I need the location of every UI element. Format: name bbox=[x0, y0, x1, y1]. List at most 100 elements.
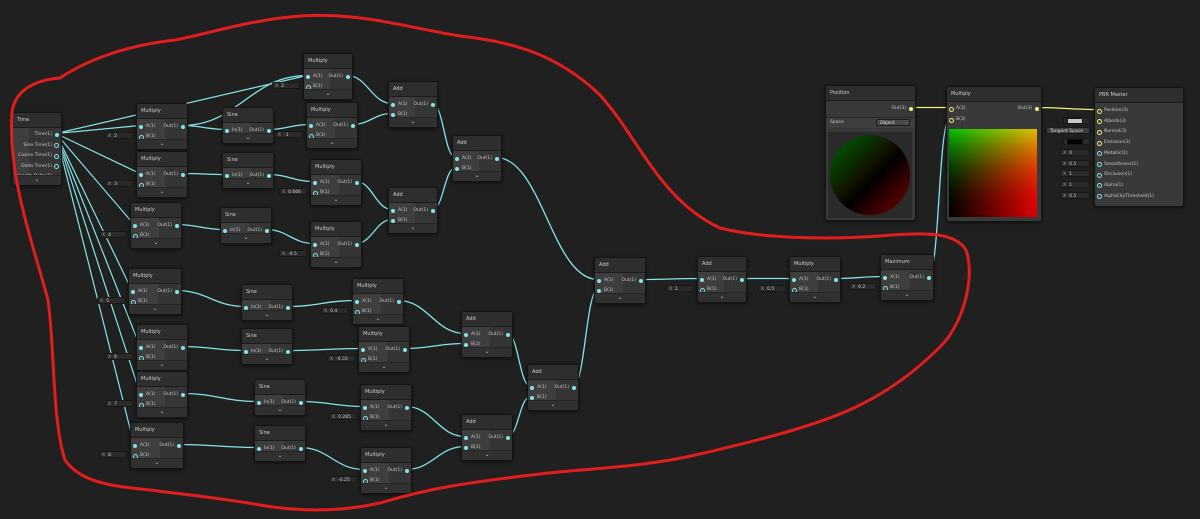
input-port[interactable]: A(1) bbox=[595, 277, 613, 285]
output-port[interactable]: Out(3) bbox=[891, 105, 915, 113]
input-port[interactable]: A(1) bbox=[453, 155, 471, 163]
input-port[interactable]: A(1) bbox=[311, 179, 329, 187]
output-port[interactable]: Out(1) bbox=[157, 222, 181, 230]
collapse-chevron-icon[interactable]: ⌄ bbox=[528, 400, 578, 410]
input-port[interactable]: A(1) bbox=[131, 442, 149, 450]
input-port[interactable]: A(1) bbox=[137, 344, 155, 352]
output-port[interactable]: Out(1) bbox=[163, 171, 187, 179]
output-port[interactable]: Out(1) bbox=[387, 404, 411, 412]
master-input-port[interactable]: Position(3) bbox=[1095, 107, 1128, 115]
master-input-port[interactable]: AlphaClipThreshold(1) bbox=[1095, 193, 1154, 201]
output-port[interactable]: Out(1) bbox=[328, 73, 352, 81]
output-port[interactable]: Out(1) bbox=[379, 298, 403, 306]
collapse-chevron-icon[interactable]: ⌄ bbox=[389, 117, 437, 127]
collapse-chevron-icon[interactable]: ⌄ bbox=[137, 139, 187, 149]
input-value-field[interactable]: X-0.33 bbox=[327, 355, 355, 362]
output-port[interactable]: Out(1) bbox=[816, 276, 840, 284]
collapse-chevron-icon[interactable]: ⌄ bbox=[361, 483, 411, 493]
collapse-chevron-icon[interactable]: ⌄ bbox=[311, 257, 361, 267]
master-input-port[interactable]: Metallic(1) bbox=[1095, 150, 1128, 158]
collapse-chevron-icon[interactable]: ⌄ bbox=[307, 138, 357, 148]
output-port[interactable]: Out(1) bbox=[488, 434, 512, 442]
output-port[interactable]: Out(1) bbox=[554, 384, 578, 392]
master-input-port[interactable]: Normal(3) bbox=[1095, 128, 1127, 136]
input-port[interactable]: A(1) bbox=[790, 276, 808, 284]
collapse-chevron-icon[interactable]: ⌄ bbox=[790, 292, 840, 302]
normal-space-dropdown[interactable]: Tangent Space bbox=[1046, 127, 1090, 135]
master-input-port[interactable]: Alpha(1) bbox=[1095, 182, 1123, 190]
output-port[interactable]: Out(1) bbox=[157, 288, 181, 296]
output-port[interactable]: Out(1) bbox=[722, 276, 746, 284]
output-port[interactable]: Out(3) bbox=[1017, 105, 1041, 113]
input-value-field[interactable]: X-0.25 bbox=[329, 476, 357, 483]
output-port[interactable]: Out(1) bbox=[163, 123, 187, 131]
input-port[interactable]: A(1) bbox=[528, 384, 546, 392]
output-port[interactable]: Out(1) bbox=[488, 331, 512, 339]
collapse-chevron-icon[interactable]: ⌄ bbox=[255, 405, 305, 415]
collapse-chevron-icon[interactable]: ⌄ bbox=[304, 89, 352, 99]
output-port[interactable]: Out(1) bbox=[163, 344, 187, 352]
collapse-chevron-icon[interactable]: ⌄ bbox=[137, 407, 187, 417]
master-input-port[interactable]: Smoothness(1) bbox=[1095, 161, 1138, 169]
color-field[interactable] bbox=[1063, 116, 1090, 124]
output-port[interactable]: Out(1) bbox=[337, 241, 361, 249]
input-port[interactable]: A(1) bbox=[462, 434, 480, 442]
collapse-chevron-icon[interactable]: ⌄ bbox=[13, 175, 61, 185]
input-port[interactable]: A(1) bbox=[129, 288, 147, 296]
input-port[interactable]: B(3) bbox=[947, 116, 965, 124]
collapse-chevron-icon[interactable]: ⌄ bbox=[881, 290, 933, 300]
collapse-chevron-icon[interactable]: ⌄ bbox=[462, 450, 512, 460]
time-output-port[interactable]: Sine Time(1) bbox=[23, 142, 61, 150]
collapse-chevron-icon[interactable]: ⌄ bbox=[361, 420, 411, 430]
input-port[interactable]: A(1) bbox=[359, 346, 377, 354]
input-port[interactable]: A(1) bbox=[881, 274, 899, 282]
output-port[interactable]: Out(1) bbox=[333, 122, 357, 130]
input-port[interactable]: A(1) bbox=[462, 331, 480, 339]
collapse-chevron-icon[interactable]: ⌄ bbox=[223, 133, 273, 143]
collapse-chevron-icon[interactable]: ⌄ bbox=[462, 347, 512, 357]
input-port[interactable]: A(1) bbox=[311, 241, 329, 249]
input-port[interactable]: A(1) bbox=[137, 391, 155, 399]
collapse-chevron-icon[interactable]: ⌄ bbox=[698, 292, 746, 302]
input-port[interactable]: A(1) bbox=[389, 101, 407, 109]
collapse-chevron-icon[interactable]: ⌄ bbox=[137, 360, 187, 370]
output-port[interactable]: Out(1) bbox=[621, 277, 645, 285]
output-port[interactable]: Out(1) bbox=[385, 346, 409, 354]
input-value-field[interactable]: X-1 bbox=[275, 131, 303, 138]
collapse-chevron-icon[interactable]: ⌄ bbox=[453, 171, 501, 181]
